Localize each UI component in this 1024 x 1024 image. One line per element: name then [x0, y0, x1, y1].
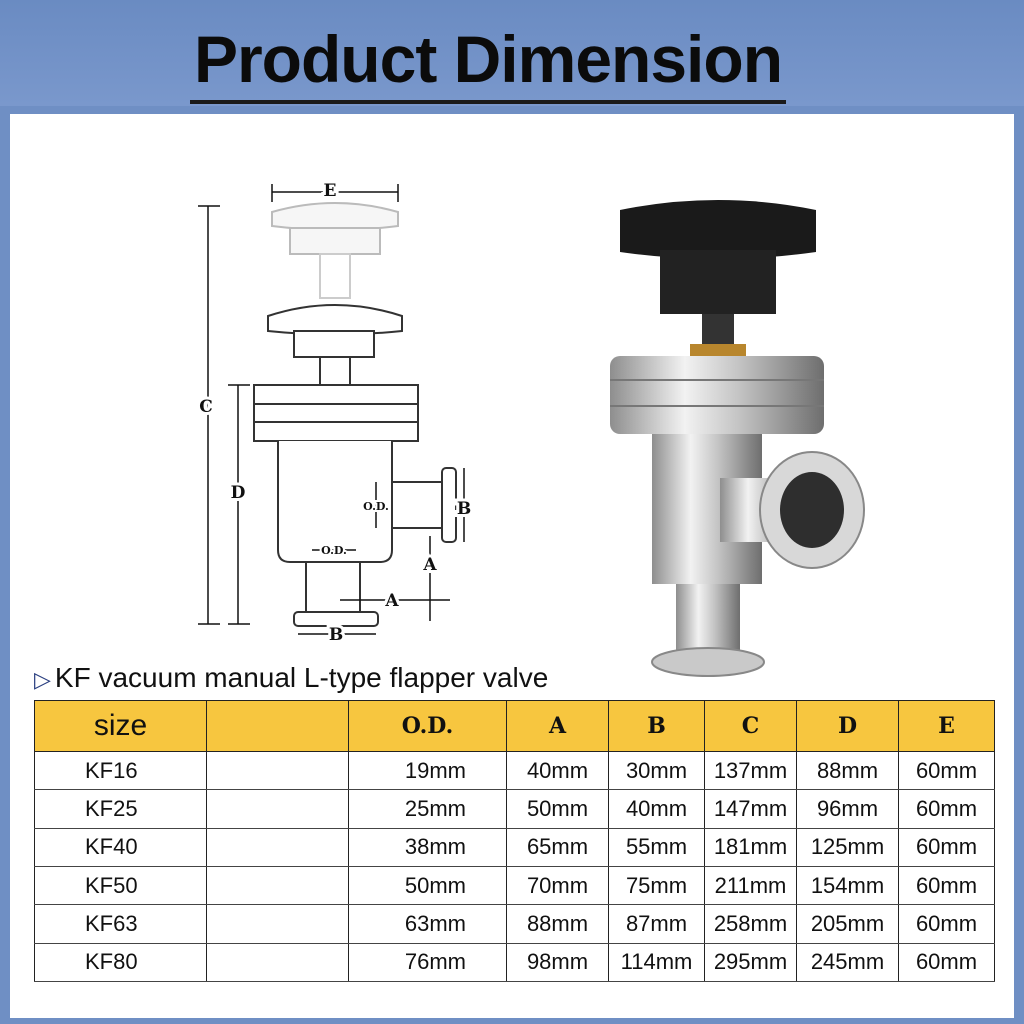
- cell-c: 295mm: [704, 943, 797, 983]
- cell-b: 114mm: [608, 943, 705, 983]
- product-subtitle: ▷KF vacuum manual L-type flapper valve: [34, 660, 548, 696]
- header-blank: [206, 700, 349, 752]
- table-row: KF40 38mm 65mm 55mm 181mm 125mm 60mm: [34, 828, 995, 867]
- dim-label-od-side: O.D.: [363, 500, 389, 513]
- cell-size: KF80: [34, 943, 207, 983]
- table-row: KF16 19mm 40mm 30mm 137mm 88mm 60mm: [34, 751, 995, 791]
- cell-a: 50mm: [506, 789, 609, 829]
- cell-size: KF50: [34, 866, 207, 906]
- cell-a: 40mm: [506, 751, 609, 791]
- dimension-table: size O.D. A B C D E KF16 19mm 40mm 30mm …: [34, 700, 995, 983]
- cell-c: 258mm: [704, 904, 797, 944]
- play-arrow-icon: ▷: [34, 667, 51, 692]
- cell-b: 40mm: [608, 789, 705, 829]
- cell-od: 25mm: [348, 789, 507, 829]
- cell-d: 125mm: [796, 828, 899, 867]
- header-a: A: [506, 700, 609, 752]
- dim-label-c: C: [199, 397, 213, 417]
- header-b: B: [608, 700, 705, 752]
- cell-a: 65mm: [506, 828, 609, 867]
- cell-b: 75mm: [608, 866, 705, 906]
- valve-photo: [610, 200, 865, 677]
- cell-d: 205mm: [796, 904, 899, 944]
- cell-size: KF16: [34, 751, 207, 791]
- cell-od: 38mm: [348, 828, 507, 867]
- cell-e: 60mm: [898, 789, 995, 829]
- header-size: size: [34, 700, 207, 752]
- header-od: O.D.: [348, 700, 507, 752]
- cell-d: 88mm: [796, 751, 899, 791]
- dim-label-a-bottom: A: [384, 591, 399, 611]
- cell-blank: [206, 789, 349, 829]
- table-row: KF50 50mm 70mm 75mm 211mm 154mm 60mm: [34, 866, 995, 906]
- cell-d: 245mm: [796, 943, 899, 983]
- cell-od: 19mm: [348, 751, 507, 791]
- cell-d: 154mm: [796, 866, 899, 906]
- table-header-row: size O.D. A B C D E: [34, 700, 995, 752]
- cell-blank: [206, 943, 349, 983]
- dimension-diagram: E C D B A A B O.D. O.D.: [196, 178, 474, 648]
- cell-od: 76mm: [348, 943, 507, 983]
- cell-od: 50mm: [348, 866, 507, 906]
- table-row: KF25 25mm 50mm 40mm 147mm 96mm 60mm: [34, 789, 995, 829]
- cell-size: KF40: [34, 828, 207, 867]
- header-e: E: [898, 700, 995, 752]
- cell-c: 147mm: [704, 789, 797, 829]
- cell-size: KF25: [34, 789, 207, 829]
- header-c: C: [704, 700, 797, 752]
- dim-label-e: E: [324, 181, 337, 201]
- cell-d: 96mm: [796, 789, 899, 829]
- cell-e: 60mm: [898, 828, 995, 867]
- subtitle-text: KF vacuum manual L-type flapper valve: [54, 662, 549, 693]
- page-title: Product Dimension: [190, 18, 786, 104]
- cell-e: 60mm: [898, 751, 995, 791]
- dim-label-b-bottom: B: [329, 625, 343, 645]
- cell-c: 137mm: [704, 751, 797, 791]
- cell-a: 70mm: [506, 866, 609, 906]
- cell-size: KF63: [34, 904, 207, 944]
- header-d: D: [796, 700, 899, 752]
- cell-blank: [206, 866, 349, 906]
- dim-label-d: D: [231, 483, 246, 503]
- cell-a: 88mm: [506, 904, 609, 944]
- cell-c: 211mm: [704, 866, 797, 906]
- cell-e: 60mm: [898, 866, 995, 906]
- dim-label-od-bottom: O.D.: [321, 544, 347, 557]
- cell-b: 55mm: [608, 828, 705, 867]
- dim-label-a-side: A: [422, 555, 437, 575]
- cell-blank: [206, 751, 349, 791]
- header-bar: Product Dimension: [0, 0, 1024, 106]
- cell-blank: [206, 828, 349, 867]
- cell-e: 60mm: [898, 904, 995, 944]
- dim-label-b-side: B: [457, 499, 471, 519]
- table-row: KF63 63mm 88mm 87mm 258mm 205mm 60mm: [34, 904, 995, 944]
- table-row: KF80 76mm 98mm 114mm 295mm 245mm 60mm: [34, 943, 995, 983]
- cell-od: 63mm: [348, 904, 507, 944]
- cell-blank: [206, 904, 349, 944]
- cell-b: 87mm: [608, 904, 705, 944]
- cell-a: 98mm: [506, 943, 609, 983]
- cell-b: 30mm: [608, 751, 705, 791]
- cell-c: 181mm: [704, 828, 797, 867]
- cell-e: 60mm: [898, 943, 995, 983]
